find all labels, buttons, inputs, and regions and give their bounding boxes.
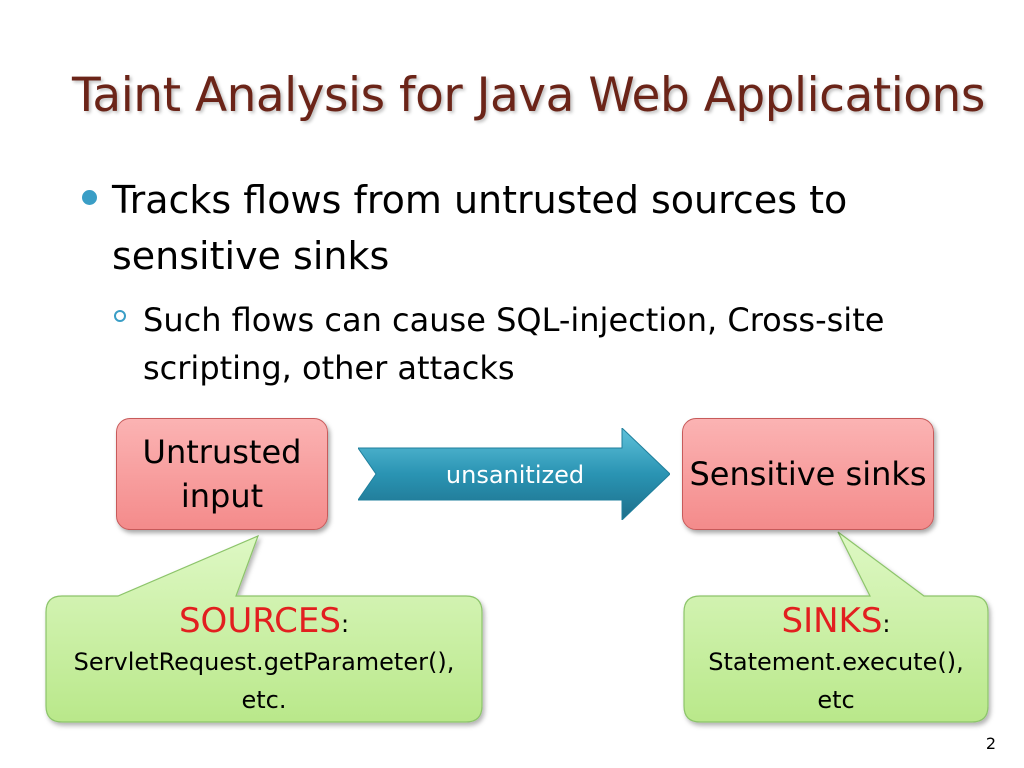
sinks-line-2: etc [817,686,855,714]
sensitive-sinks-label: Sensitive sinks [689,455,927,493]
sinks-heading-line: SINKS: [684,602,988,643]
untrusted-input-label: Untrusted input [142,433,302,515]
sinks-line-1: Statement.execute(), [708,648,964,676]
arrow-label: unsanitized [445,461,585,489]
bullet-dot-icon [82,190,97,205]
sub-bullet-circle-icon [114,310,126,322]
sources-callout-bubble [45,534,483,723]
sources-line-1: ServletRequest.getParameter(), [73,648,455,676]
bullet-main-text: Tracks flows from untrusted sources to s… [112,178,848,278]
sinks-colon: : [882,610,891,638]
sources-heading: SOURCES [178,601,341,641]
sinks-heading: SINKS [781,601,883,641]
sources-colon: : [340,610,350,638]
sources-callout-text: SOURCES: ServletRequest.getParameter(), … [46,602,482,719]
sources-heading-line: SOURCES: [46,602,482,643]
sensitive-sinks-box: Sensitive sinks [682,418,934,530]
slide-title: Taint Analysis for Java Web Applications [72,68,985,123]
untrusted-input-box: Untrusted input [116,418,328,530]
bullet-sub-text: Such flows can cause SQL-injection, Cros… [143,301,885,387]
sources-line-2: etc. [241,686,287,714]
unsanitized-arrow-icon [358,428,670,520]
sinks-callout-bubble [683,531,989,723]
page-number: 2 [985,734,996,753]
sinks-callout-text: SINKS: Statement.execute(), etc [684,602,988,719]
